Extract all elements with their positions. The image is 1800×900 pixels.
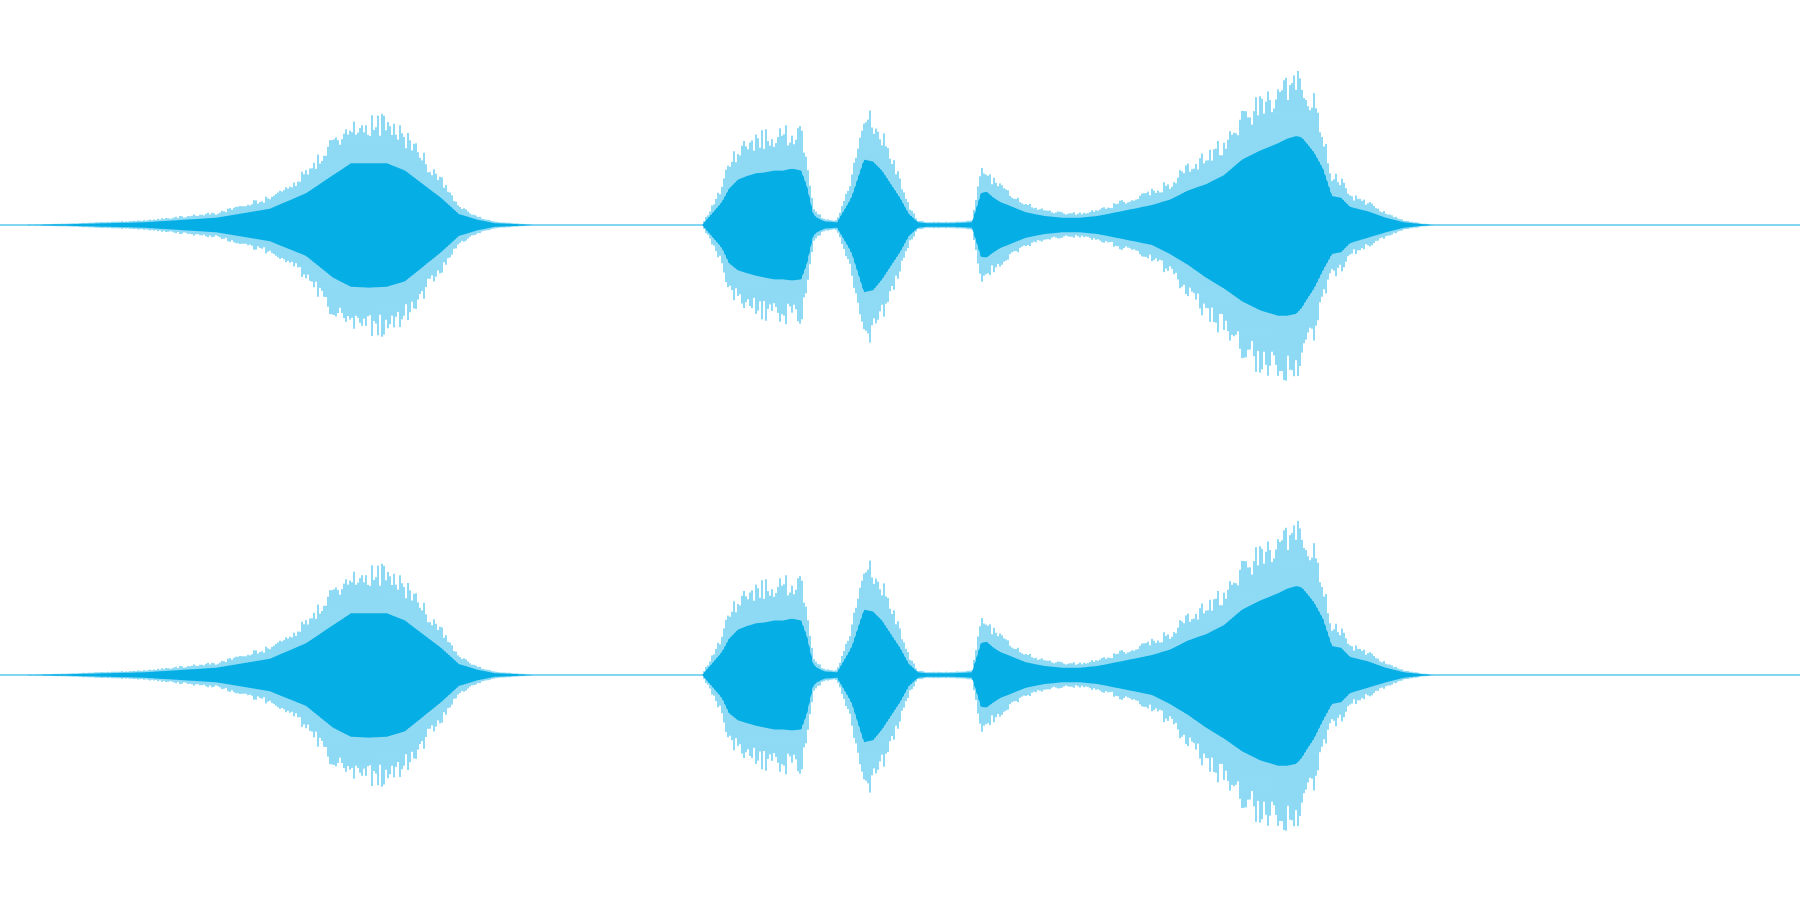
- waveform-channel-1: [0, 71, 1800, 381]
- waveform-samples: [15, 71, 1435, 381]
- waveform-channel-2: [0, 521, 1800, 831]
- waveform-samples: [15, 521, 1435, 831]
